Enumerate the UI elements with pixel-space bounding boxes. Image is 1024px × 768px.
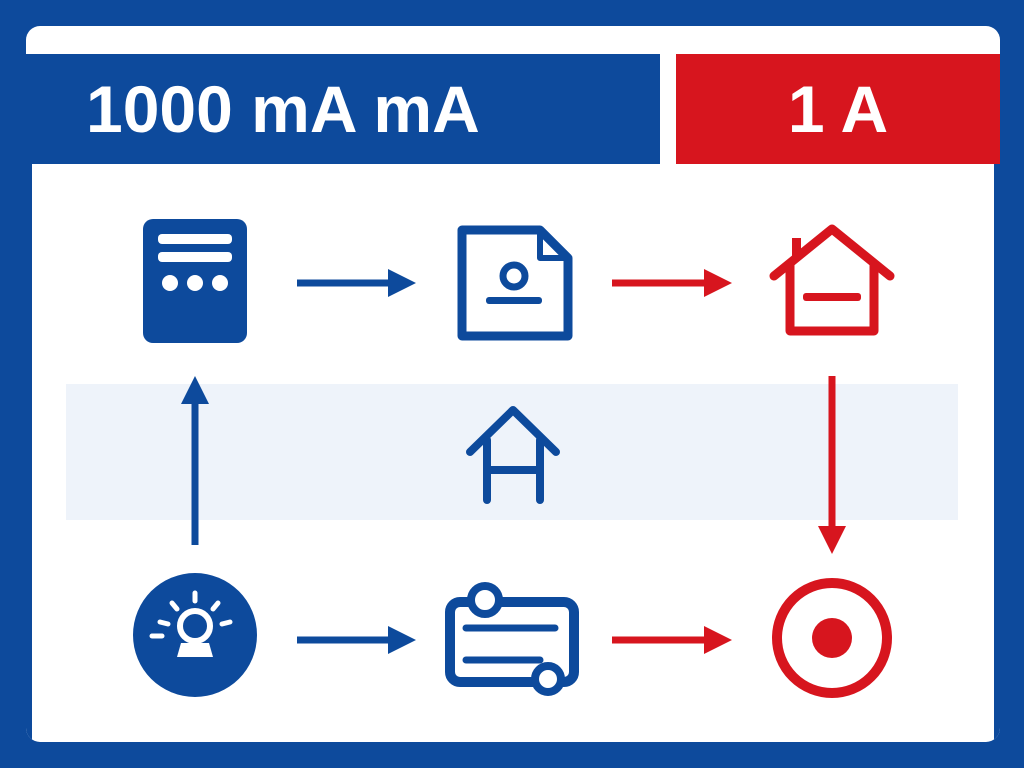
arrow-device-to-target [612,626,732,654]
house-outline-icon [466,406,560,504]
arrow-user-to-device [297,626,416,654]
house-icon [769,224,895,336]
target-icon [772,578,892,698]
frame-border-right [994,164,1000,742]
frame-border-left [26,164,32,742]
header-right-label: 1 A [676,54,1000,164]
arrow-home-to-target [818,376,846,554]
control-panel-icon [143,219,247,343]
middle-band [66,384,958,520]
device-card-icon [445,582,579,696]
document-icon [457,225,573,341]
arrow-user-to-panel [181,376,209,545]
user-circle-icon [133,573,257,697]
header-left-label: 1000 mA mA [26,54,660,164]
arrow-panel-to-document [297,269,416,297]
arrow-document-to-home [612,269,732,297]
